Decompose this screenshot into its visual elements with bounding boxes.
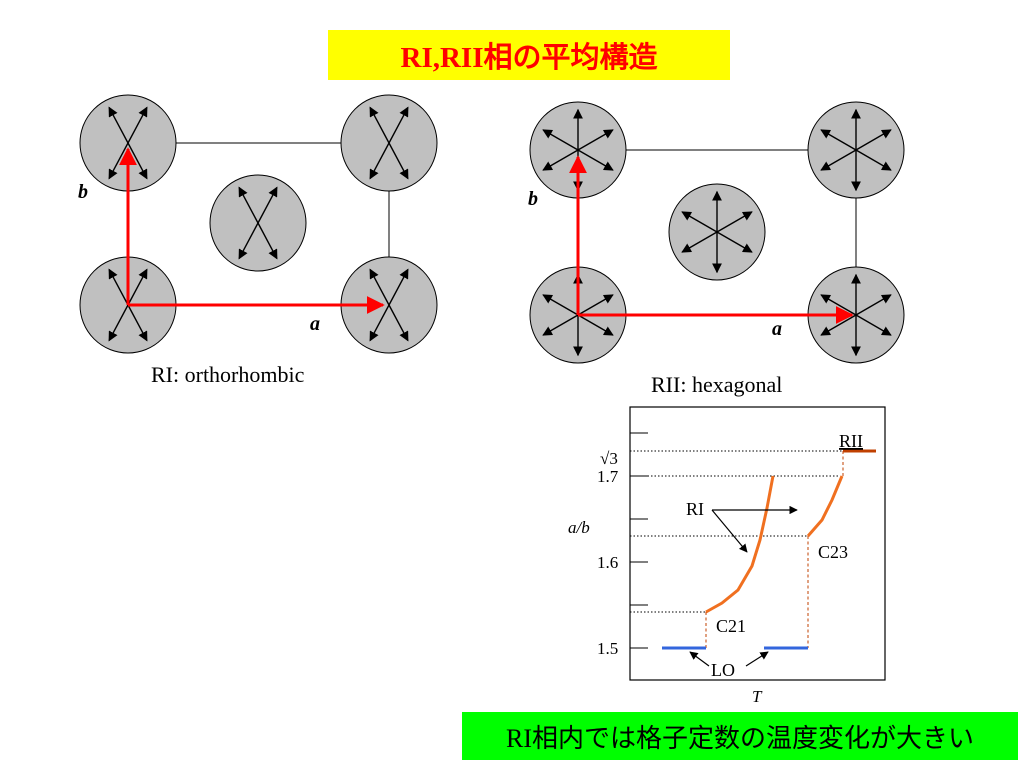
label-c23: C23 bbox=[818, 542, 848, 562]
tick-1-6: 1.6 bbox=[597, 553, 618, 572]
hexagonal-cell: a b bbox=[528, 101, 905, 364]
orthorhombic-cell: a b bbox=[78, 94, 438, 354]
lattice-ratio-plot: √3 1.7 1.6 1.5 a/b T RII RI C21 C23 LO bbox=[568, 406, 886, 706]
label-lo: LO bbox=[711, 660, 735, 680]
hex-b-label: b bbox=[528, 188, 538, 210]
hex-molecule-disk bbox=[807, 101, 905, 199]
plot-frame bbox=[629, 406, 886, 681]
ortho-caption: RI: orthorhombic bbox=[151, 362, 305, 387]
hex-caption: RII: hexagonal bbox=[651, 372, 783, 397]
tick-1-5: 1.5 bbox=[597, 639, 618, 658]
slide-title: RI,RII相の平均構造 bbox=[328, 30, 730, 80]
ortho-molecule-disk bbox=[340, 94, 438, 192]
label-ri: RI bbox=[686, 499, 704, 519]
ri-curve-c21 bbox=[705, 475, 775, 614]
x-axis-label: T bbox=[752, 687, 763, 706]
ortho-molecule-disk bbox=[209, 174, 307, 272]
hex-a-label: a bbox=[772, 318, 782, 340]
ortho-a-label: a bbox=[310, 313, 320, 335]
tick-1-7: 1.7 bbox=[597, 467, 619, 486]
hex-molecule-disk bbox=[807, 266, 905, 364]
ri-curve-c23 bbox=[806, 475, 844, 537]
ortho-b-label: b bbox=[78, 181, 88, 203]
label-rii: RII bbox=[839, 431, 863, 451]
hex-molecule-disk bbox=[668, 183, 766, 281]
tick-sqrt3: √3 bbox=[600, 449, 618, 468]
y-axis-label: a/b bbox=[568, 518, 590, 537]
label-c21: C21 bbox=[716, 616, 746, 636]
note-box: RI相内では格子定数の温度変化が大きい bbox=[462, 712, 1018, 760]
